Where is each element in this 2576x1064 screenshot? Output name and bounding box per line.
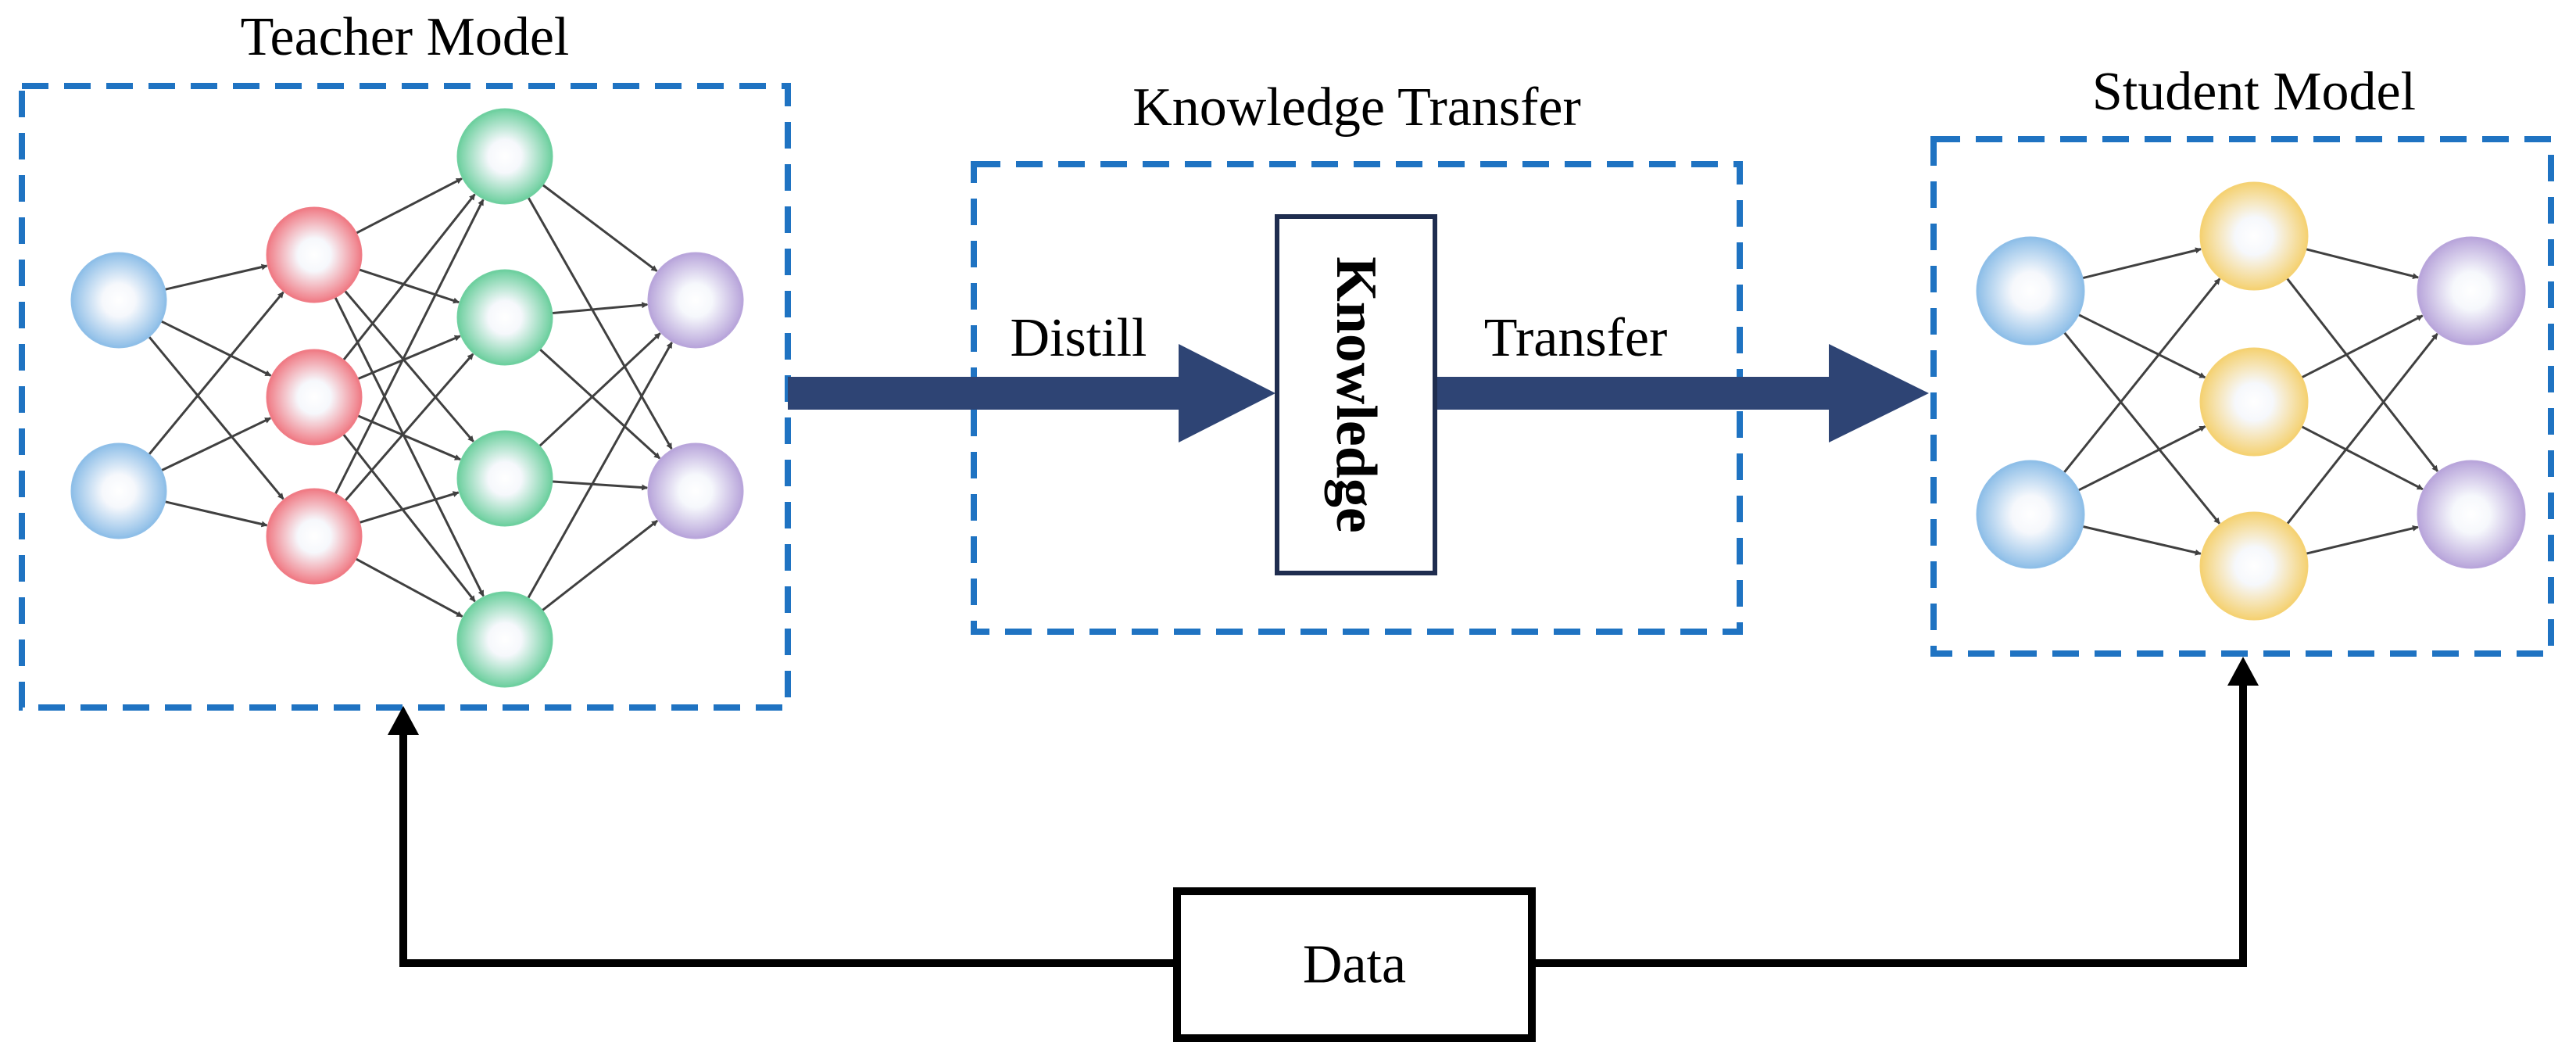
student-edge xyxy=(2305,248,2420,280)
student-nodes xyxy=(1976,181,2526,621)
teacher-edge xyxy=(334,199,485,496)
student-edge xyxy=(2300,314,2424,379)
transfer-label: Transfer xyxy=(1484,308,1668,368)
knowledge-label: Knowledge xyxy=(1324,256,1388,533)
teacher-edge xyxy=(551,302,649,315)
teacher-edge xyxy=(542,183,658,272)
teacher-edge xyxy=(538,348,661,460)
student-edge xyxy=(2063,331,2221,525)
student-layer3-neuron xyxy=(2417,460,2526,569)
teacher-layer4-neuron xyxy=(647,252,744,349)
distill-arrow xyxy=(788,344,1275,442)
teacher-model-frame xyxy=(19,83,791,711)
teacher-edge xyxy=(541,519,659,612)
teacher-edges xyxy=(148,177,673,618)
teacher-edge xyxy=(343,289,474,442)
student-edge xyxy=(2285,333,2438,525)
teacher-edge xyxy=(527,342,673,600)
teacher-nodes xyxy=(70,108,744,688)
teacher-edge xyxy=(342,433,476,603)
teacher-layer3-neuron xyxy=(456,591,553,688)
teacher-edge xyxy=(355,557,463,618)
teacher-edge xyxy=(148,335,284,500)
teacher-edge xyxy=(358,491,460,525)
student-layer2-neuron xyxy=(2199,181,2309,291)
teacher-layer2-neuron xyxy=(266,349,363,446)
student-edge xyxy=(2081,525,2202,556)
transfer-arrow xyxy=(1435,344,1929,442)
teacher-layer1-neuron xyxy=(70,442,167,539)
teacher-model-title: Teacher Model xyxy=(241,7,570,67)
teacher-edge xyxy=(160,320,272,377)
teacher-layer1-neuron xyxy=(70,252,167,349)
teacher-edge xyxy=(148,291,284,456)
teacher-layer3-neuron xyxy=(456,430,553,527)
student-layer2-neuron xyxy=(2199,347,2309,457)
teacher-edge xyxy=(164,263,268,291)
knowledge-transfer-title: Knowledge Transfer xyxy=(1132,77,1581,138)
student-network xyxy=(1976,181,2526,621)
distill-label: Distill xyxy=(1010,308,1147,368)
student-layer1-neuron xyxy=(1976,460,2085,569)
teacher-edge xyxy=(356,414,461,461)
teacher-layer4-neuron xyxy=(647,442,744,539)
student-model-title: Student Model xyxy=(2092,62,2416,122)
teacher-edge xyxy=(164,500,268,528)
teacher-edge xyxy=(551,480,649,491)
teacher-edge xyxy=(355,177,463,235)
knowledge-transfer-frame xyxy=(971,161,1743,635)
student-edge xyxy=(2077,313,2206,379)
student-layer3-neuron xyxy=(2417,236,2526,346)
teacher-layer2-neuron xyxy=(266,206,363,303)
teacher-layer3-neuron xyxy=(456,269,553,366)
teacher-edge xyxy=(538,332,661,448)
student-edge xyxy=(2285,277,2439,472)
data-feed-lines xyxy=(388,657,2259,967)
teacher-layer3-neuron xyxy=(456,108,553,205)
teacher-edge xyxy=(356,335,461,381)
teacher-edge xyxy=(160,417,272,472)
student-layer2-neuron xyxy=(2199,511,2309,621)
teacher-network xyxy=(70,108,744,688)
teacher-edge xyxy=(342,193,476,361)
student-edge xyxy=(2077,425,2206,492)
student-model-frame xyxy=(1930,136,2554,657)
data-label: Data xyxy=(1303,935,1406,995)
teacher-edge xyxy=(334,296,485,597)
knowledge-box xyxy=(1275,214,1437,575)
student-edge xyxy=(2300,425,2424,491)
teacher-edge xyxy=(358,268,460,304)
teacher-edge xyxy=(344,353,474,502)
student-edge xyxy=(2081,247,2202,280)
data-box xyxy=(1173,887,1536,1042)
student-layer1-neuron xyxy=(1976,236,2085,346)
student-edge xyxy=(2063,278,2221,474)
teacher-edge xyxy=(527,196,673,450)
student-edges xyxy=(2063,247,2439,556)
teacher-layer2-neuron xyxy=(266,488,363,585)
student-edge xyxy=(2305,525,2419,555)
